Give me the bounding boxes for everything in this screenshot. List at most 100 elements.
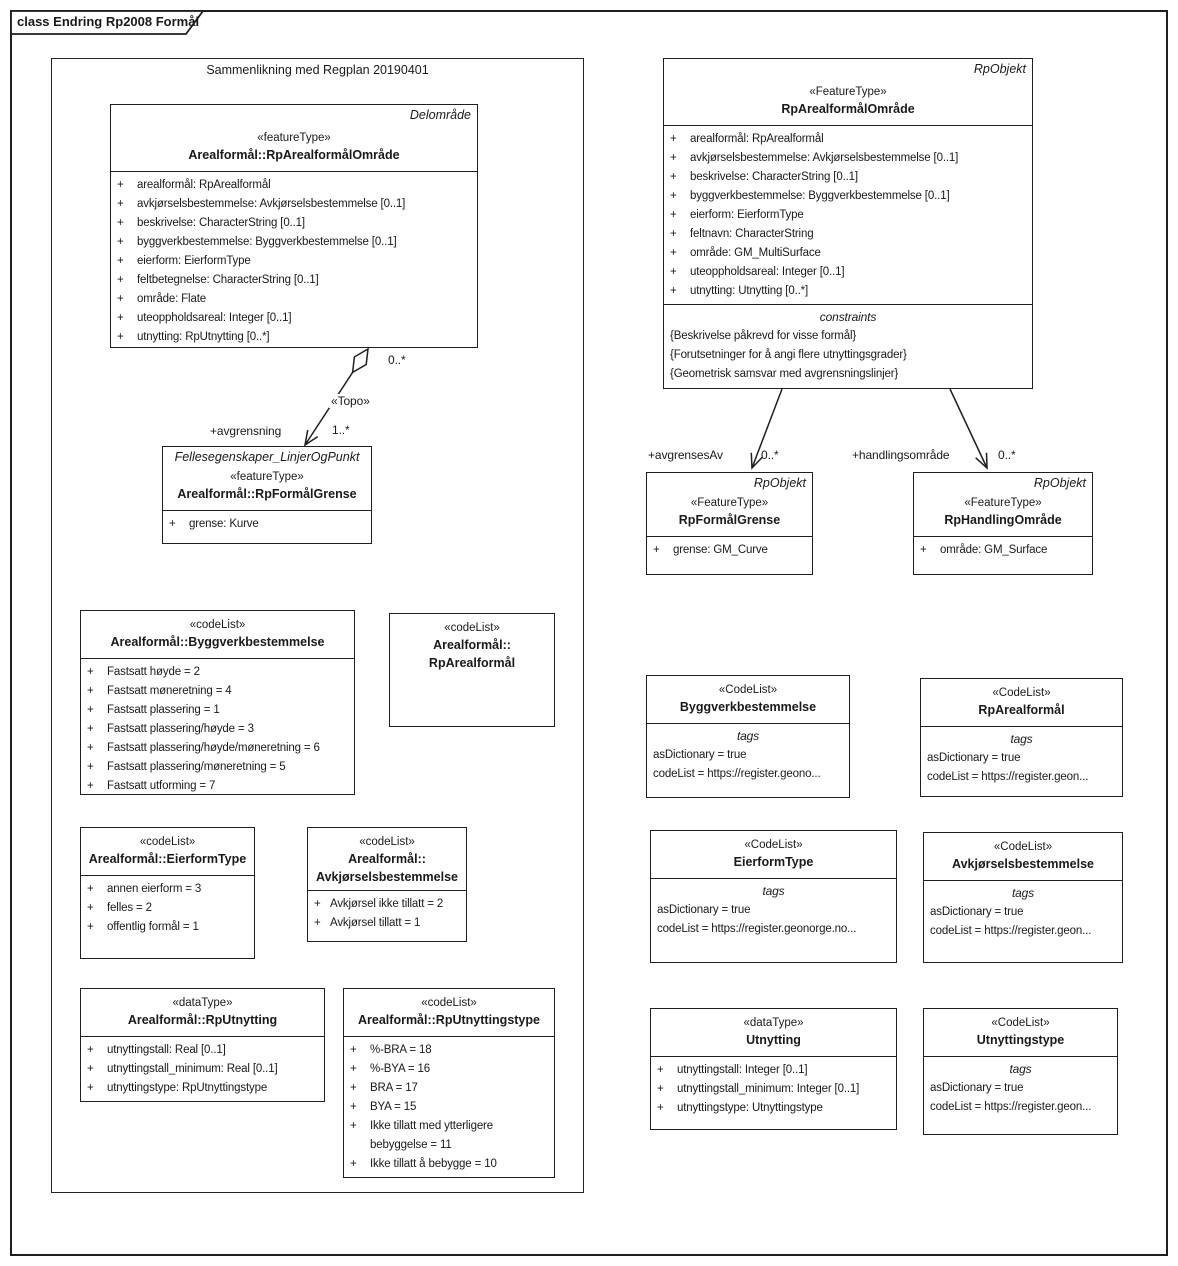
attribute-text: eierform: EierformType: [137, 255, 251, 267]
class-rpformalgrense-right[interactable]: RpObjekt «FeatureType» RpFormålGrense + …: [646, 472, 813, 575]
constraints-section: constraints {Beskrivelse påkrevd for vis…: [664, 304, 1032, 387]
tags-keyword: tags: [1010, 732, 1033, 746]
attribute-row: + Fastsatt plassering/møneretning = 5: [87, 758, 350, 777]
attribute-row: + uteoppholdsareal: Integer [0..1]: [670, 263, 1028, 282]
codelist-avkjorselsbestemmelse-right[interactable]: «CodeList» Avkjørselsbestemmelse tags as…: [923, 832, 1123, 963]
class-name: RpFormålGrense: [678, 513, 781, 527]
tags-keyword: tags: [1009, 1062, 1032, 1076]
comparison-frame-title: Sammenlikning med Regplan 20190401: [206, 63, 429, 77]
class-stereotype: «dataType»: [743, 1017, 804, 1029]
attribute-row: + Ikke tillatt å bebygge = 10: [350, 1155, 550, 1174]
attribute-row: + Fastsatt plassering/høyde = 3: [87, 720, 350, 739]
comparison-frame: [51, 58, 584, 1193]
class-rphandlingomrade-right[interactable]: RpObjekt «FeatureType» RpHandlingOmråde …: [913, 472, 1093, 575]
codelist-eierformtype-left[interactable]: «codeList» Arealformål::EierformType + a…: [80, 827, 255, 959]
attribute-text: eierform: EierformType: [690, 209, 804, 221]
class-stereotype: «dataType»: [172, 997, 233, 1009]
codelist-byggverkbestemmelse-left[interactable]: «codeList» Arealformål::Byggverkbestemme…: [80, 610, 355, 795]
attribute-row: + område: GM_Surface: [920, 541, 1088, 560]
attribute-text: avkjørselsbestemmelse: Avkjørselsbestemm…: [690, 152, 959, 164]
codelist-eierformtype-right[interactable]: «CodeList» EierformType tags asDictionar…: [650, 830, 897, 963]
attribute-text: offentlig formål = 1: [107, 921, 199, 933]
attribute-text: utnytting: Utnytting [0..*]: [690, 285, 809, 297]
codelist-byggverkbestemmelse-right[interactable]: «CodeList» Byggverkbestemmelse tags asDi…: [646, 675, 850, 798]
class-header: «codeList» Arealformål::Byggverkbestemme…: [81, 611, 354, 659]
class-name: RpArealformål: [978, 703, 1065, 717]
attribute-row: + utnytting: Utnytting [0..*]: [670, 282, 1028, 301]
attribute-list: + arealformål: RpArealformål + avkjørsel…: [664, 126, 1032, 304]
visibility-symbol: +: [670, 266, 677, 278]
attribute-row: + uteoppholdsareal: Integer [0..1]: [117, 309, 473, 328]
avgrensesav-multiplicity: 0..*: [761, 448, 779, 462]
diagram-tab-title: class Endring Rp2008 Formål: [17, 14, 200, 29]
attribute-row: + feltnavn: CharacterString: [670, 225, 1028, 244]
attribute-row: + eierform: EierformType: [670, 206, 1028, 225]
attribute-text: grense: GM_Curve: [673, 544, 768, 556]
attribute-row: + %-BRA = 18: [350, 1041, 550, 1060]
attribute-row: + Avkjørsel ikke tillatt = 2: [314, 895, 462, 914]
visibility-symbol: +: [314, 917, 321, 929]
attribute-row: + felles = 2: [87, 899, 250, 918]
class-rpformalgrense-left[interactable]: Fellesegenskaper_LinjerOgPunkt «featureT…: [162, 446, 372, 544]
class-delomrade-rparealformalomrade[interactable]: Delområde «featureType» Arealformål::RpA…: [110, 104, 478, 348]
codelist-avkjorselsbestemmelse-left[interactable]: «codeList» Arealformål:: Avkjørselsbeste…: [307, 827, 467, 942]
constraint-list: {Beskrivelse påkrevd for visse formål}{F…: [670, 327, 1026, 384]
attribute-text: uteoppholdsareal: Integer [0..1]: [690, 266, 845, 278]
visibility-symbol: +: [117, 331, 124, 343]
class-rparealformalomrade-right[interactable]: RpObjekt «FeatureType» RpArealformålOmrå…: [663, 58, 1033, 389]
attribute-text: utnyttingstype: Utnyttingstype: [677, 1102, 823, 1114]
constraint-line: {Beskrivelse påkrevd for visse formål}: [670, 330, 857, 342]
class-name: Arealformål::RpUtnytting: [127, 1013, 278, 1027]
attribute-text: område: Flate: [137, 293, 206, 305]
attribute-row: + arealformål: RpArealformål: [117, 176, 473, 195]
codelist-rputnyttingstype-left[interactable]: «codeList» Arealformål::RpUtnyttingstype…: [343, 988, 555, 1178]
tags-keyword: tags: [736, 729, 760, 743]
visibility-symbol: +: [87, 761, 94, 773]
codelist-rparealformal-left[interactable]: «codeList» Arealformål:: RpArealformål: [389, 613, 555, 727]
datatype-rputnytting-left[interactable]: «dataType» Arealformål::RpUtnytting + ut…: [80, 988, 325, 1102]
attribute-row: + område: Flate: [117, 290, 473, 309]
attribute-list: + %-BRA = 18 + %-BYA = 16 + BRA = 17 + B…: [344, 1037, 554, 1177]
attribute-text: %-BYA = 16: [370, 1063, 430, 1075]
handlingsomrade-role-label: +handlingsområde: [852, 448, 950, 462]
attribute-text: arealformål: RpArealformål: [137, 179, 271, 191]
tag-line: codeList = https://register.geon...: [930, 1101, 1092, 1113]
attribute-list: + Fastsatt høyde = 2 + Fastsatt møneretn…: [81, 659, 354, 799]
attribute-row: + beskrivelse: CharacterString [0..1]: [117, 214, 473, 233]
codelist-rparealformal-right[interactable]: «CodeList» RpArealformål tags asDictiona…: [920, 678, 1123, 797]
attribute-row: + Fastsatt møneretning = 4: [87, 682, 350, 701]
class-stereotype: «CodeList»: [744, 839, 803, 851]
visibility-symbol: +: [117, 274, 124, 286]
codelist-utnyttingstype-right[interactable]: «CodeList» Utnyttingstype tags asDiction…: [923, 1008, 1118, 1135]
class-stereotype: «codeList»: [189, 619, 246, 631]
attribute-list: + Avkjørsel ikke tillatt = 2 + Avkjørsel…: [308, 891, 466, 936]
datatype-utnytting-right[interactable]: «dataType» Utnytting + utnyttingstall: I…: [650, 1008, 897, 1130]
visibility-symbol: +: [657, 1064, 664, 1076]
class-stereotype: «featureType»: [257, 132, 331, 144]
visibility-symbol: +: [87, 780, 94, 792]
attribute-text: Ikke tillatt å bebygge = 10: [370, 1158, 497, 1170]
attribute-list: + grense: Kurve: [163, 511, 371, 537]
attribute-row: + Fastsatt plassering/høyde/møneretning …: [87, 739, 350, 758]
attribute-text: Fastsatt plassering/høyde/møneretning = …: [107, 742, 320, 754]
attribute-row: + BRA = 17: [350, 1079, 550, 1098]
tag-line: codeList = https://register.geono...: [653, 768, 821, 780]
avgrensning-role-label: +avgrensning: [210, 424, 282, 438]
topo-target-multiplicity: 1..*: [332, 423, 350, 437]
class-stereotype: «codeList»: [359, 836, 415, 848]
class-header: «dataType» Arealformål::RpUtnytting: [81, 989, 324, 1037]
visibility-symbol: +: [87, 1063, 94, 1075]
attribute-row: + offentlig formål = 1: [87, 918, 250, 937]
class-header: «CodeList» EierformType: [651, 831, 896, 879]
constraint-line: {Geometrisk samsvar med avgrensningslinj…: [670, 368, 899, 380]
visibility-symbol: +: [87, 902, 94, 914]
class-tag: Fellesegenskaper_LinjerOgPunkt: [174, 450, 360, 464]
attribute-text: Fastsatt plassering/møneretning = 5: [107, 761, 286, 773]
attribute-row: + Avkjørsel tillatt = 1: [314, 914, 462, 933]
attribute-text: byggverkbestemmelse: Byggverkbestemmelse…: [690, 190, 950, 202]
class-name: Arealformål::RpUtnyttingstype: [358, 1013, 540, 1027]
attribute-text: beskrivelse: CharacterString [0..1]: [690, 171, 858, 183]
attribute-row: + BYA = 15: [350, 1098, 550, 1117]
